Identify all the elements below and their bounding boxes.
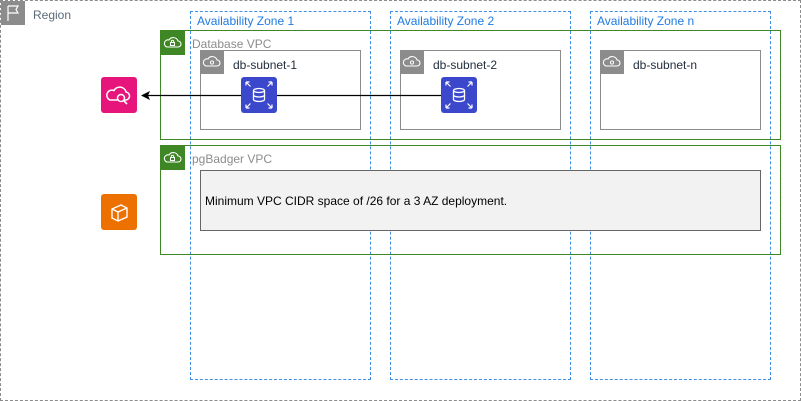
availability-zone-1-label: Availability Zone 1 [197,14,295,28]
subnet-lock-icon [600,50,624,74]
compute-box-icon [101,194,137,230]
vpc-cloud-lock-icon [160,145,185,170]
pgbadger-vpc-label: pgBadger VPC [192,152,273,166]
availability-zone-2-label: Availability Zone 2 [397,14,495,28]
cidr-note-text: Minimum VPC CIDR space of /26 for a 3 AZ… [205,193,508,208]
db-subnet-n [600,50,761,130]
pgbadger-vpc [160,145,781,255]
subnet-lock-icon [200,50,224,74]
db-subnet-1 [200,50,361,130]
cidr-note-box: Minimum VPC CIDR space of /26 for a 3 AZ… [200,170,761,231]
rds-database-icon [441,77,477,113]
rds-database-icon [241,77,277,113]
availability-zone-n-label: Availability Zone n [597,14,695,28]
vpc-cloud-lock-icon [160,30,185,55]
db-subnet-2-label: db-subnet-2 [433,58,498,72]
subnet-lock-icon [400,50,424,74]
database-vpc [160,30,781,140]
region-label: Region [33,8,72,22]
db-subnet-n-label: db-subnet-n [633,58,698,72]
db-subnet-1-label: db-subnet-1 [233,58,298,72]
cloudwatch-icon [101,77,137,113]
region-flag-icon [1,1,25,25]
db-subnet-2 [400,50,561,130]
database-vpc-label: Database VPC [192,37,272,51]
